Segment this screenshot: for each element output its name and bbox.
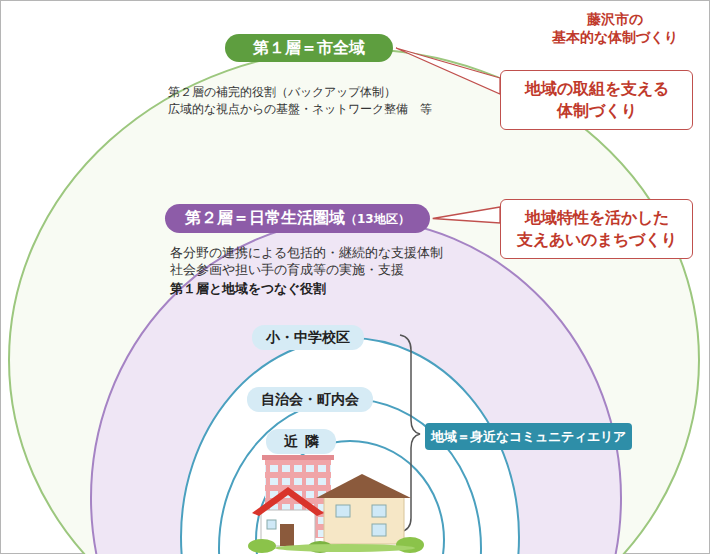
description: 各分野の連携による包括的・継続的な支援体制 社会参画や担い手の育成等の実施・支援 [170,245,443,277]
layer-title: 小・中学校区 [266,329,350,345]
description: 第１層と地域をつなぐ役割 [170,281,326,296]
bushes [248,537,424,553]
text-block: 第１層と地域をつなぐ役割 [170,280,326,297]
apartment-windows [265,458,331,538]
box-text: 地域＝身近なコミュニティエリア [431,429,626,444]
small-house-roof [252,487,324,516]
house-wall [324,496,404,544]
circle-outline [255,440,445,554]
layer-title: 第２層＝日常生活圏域 [185,208,345,227]
title-pill: 小・中学校区 [252,325,364,350]
bracket [400,335,420,532]
house [316,474,411,544]
text-block: 第２層の補完的役割（バックアップ体制） 広域的な視点からの基盤・ネットワーク整備… [168,84,436,118]
callout-pointer [433,207,500,223]
layer-title: 自治会・町内会 [261,391,359,407]
layer-title: 第１層＝市全域 [253,38,365,57]
title-pill: 自治会・町内会 [247,387,373,412]
layer-title: 近隣 [284,433,326,449]
house-window [372,524,386,536]
title-pill: 第１層＝市全域 [225,34,393,62]
layer-title: （13地区） [345,212,410,226]
label-box: 地域の取組を支える 体制づくり [500,70,693,130]
title-pill: 第２層＝日常生活圏域（13地区） [165,204,430,233]
title-pill: 近隣 [266,429,336,454]
house-roof [316,474,411,498]
area-circle: 第２層＝日常生活圏域（13地区）各分野の連携による包括的・継続的な支援体制 社会… [90,218,622,554]
label-box: 地域特性を活かした 支えあいのまちづくり [500,199,693,259]
door [280,524,294,546]
apartment-wall [265,458,331,538]
small-house-wall [261,510,315,546]
description: 第２層の補完的役割（バックアップ体制） 広域的な視点からの基盤・ネットワーク整備… [168,85,432,116]
circle-shape [256,441,444,554]
apartment-roof [262,455,334,460]
label-box: 地域＝身近なコミュニティエリア [425,423,632,450]
small-window [267,520,276,529]
box-text: 地域の取組を支える 体制づくり [515,78,678,122]
text-block: 各分野の連携による包括的・継続的な支援体制 社会参画や担い手の育成等の実施・支援 [170,244,447,278]
box-text: 地域特性を活かした 支えあいのまちづくり [515,207,678,251]
house-window [336,505,350,517]
small-house [252,487,324,546]
area-circle: 近隣 [255,440,445,554]
apartment-building [262,455,334,538]
circle-shape [91,219,621,554]
area-circle: 自治会・町内会近隣 [218,398,482,554]
house-window [372,505,386,517]
heading-note: 藤沢市の 基本的な体制づくり [548,10,682,46]
callout-pointer [396,48,500,94]
